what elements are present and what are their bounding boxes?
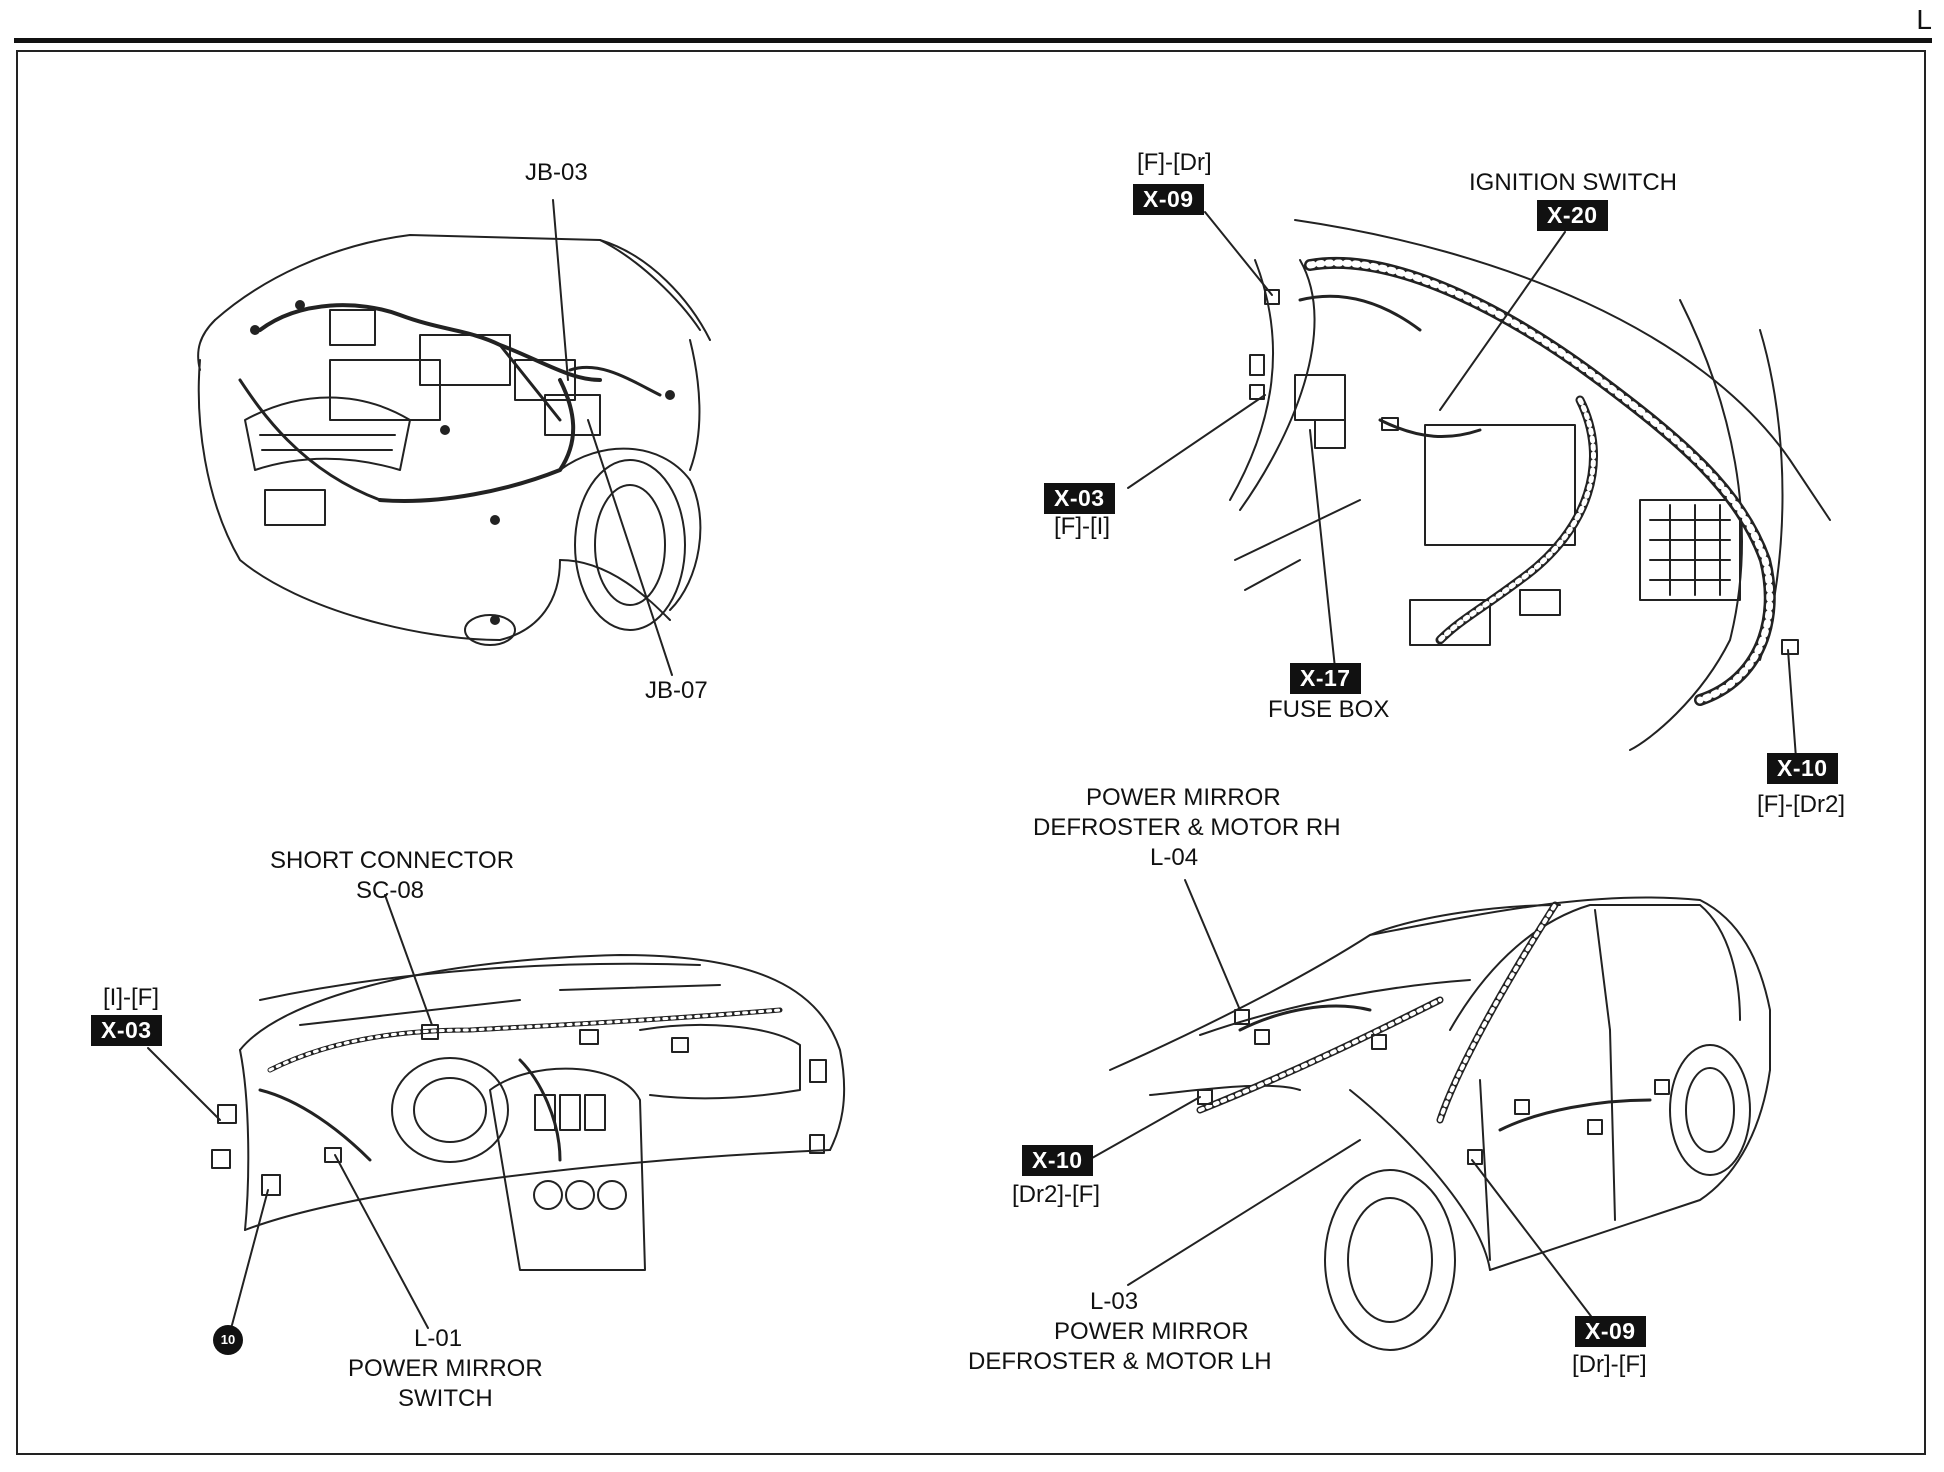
x10-bottom-leader	[1084, 1096, 1201, 1163]
l03-leader	[1127, 1139, 1361, 1286]
l01-leader	[334, 1154, 429, 1329]
x03-top-leader	[1127, 394, 1266, 489]
x10-bottom-badge: X-10	[1022, 1145, 1093, 1176]
x09-bottom-route: [Dr]-[F]	[1572, 1351, 1647, 1378]
x20-leader	[1439, 231, 1566, 411]
x10-top-badge: X-10	[1767, 753, 1838, 784]
sc08-leader	[384, 894, 433, 1026]
lh-mirror-title-2: DEFROSTER & MOTOR LH	[968, 1348, 1272, 1375]
engine-bay-illustration	[197, 234, 711, 646]
l04-label: L-04	[1150, 844, 1199, 871]
x17-badge: X-17	[1290, 663, 1361, 694]
rh-mirror-title-1: POWER MIRROR	[1086, 784, 1281, 811]
interior-illustration	[1229, 219, 1831, 751]
l04-leader	[1184, 879, 1241, 1011]
fuse-box-label: FUSE BOX	[1268, 696, 1390, 723]
lh-mirror-title-1: POWER MIRROR	[1054, 1318, 1249, 1345]
jb03-label: JB-03	[525, 159, 588, 186]
dashboard-illustration	[211, 954, 846, 1271]
header-rule	[14, 38, 1932, 43]
x09-bottom-leader	[1471, 1159, 1601, 1329]
x09-top-leader	[1204, 211, 1273, 296]
jb07-label: JB-07	[645, 677, 708, 704]
x03-top-route: [F]-[I]	[1054, 513, 1110, 540]
l01-title-2: SWITCH	[398, 1385, 493, 1412]
l01-title-1: POWER MIRROR	[348, 1355, 543, 1382]
ground-leader	[231, 1189, 269, 1326]
page-letter: L	[1916, 4, 1932, 35]
sc08-label: SC-08	[356, 877, 425, 904]
x03-bottom-route: [I]-[F]	[103, 984, 159, 1011]
x10-top-route: [F]-[Dr2]	[1757, 791, 1845, 818]
short-connector-label: SHORT CONNECTOR	[270, 847, 515, 874]
x03-bottom-leader	[147, 1047, 221, 1121]
jb07-leader	[587, 419, 673, 676]
x09-top-badge: X-09	[1133, 184, 1204, 215]
diagram-frame	[16, 50, 1926, 1455]
x03-top-badge: X-03	[1044, 483, 1115, 514]
ignition-switch-label: IGNITION SWITCH	[1469, 169, 1677, 196]
x03-bottom-badge: X-03	[91, 1015, 162, 1046]
x09-top-route: [F]-[Dr]	[1137, 149, 1212, 176]
x10-top-leader	[1787, 649, 1797, 759]
l03-label: L-03	[1090, 1288, 1139, 1315]
sedan-illustration	[1109, 896, 1771, 1351]
x17-leader	[1309, 429, 1336, 669]
x09-bottom-badge: X-09	[1575, 1316, 1646, 1347]
ground-point-10: 10	[213, 1325, 243, 1355]
x20-badge: X-20	[1537, 200, 1608, 231]
l01-label: L-01	[414, 1325, 463, 1352]
rh-mirror-title-2: DEFROSTER & MOTOR RH	[1033, 814, 1341, 841]
x10-bottom-route: [Dr2]-[F]	[1012, 1181, 1100, 1208]
jb03-leader	[552, 199, 569, 381]
